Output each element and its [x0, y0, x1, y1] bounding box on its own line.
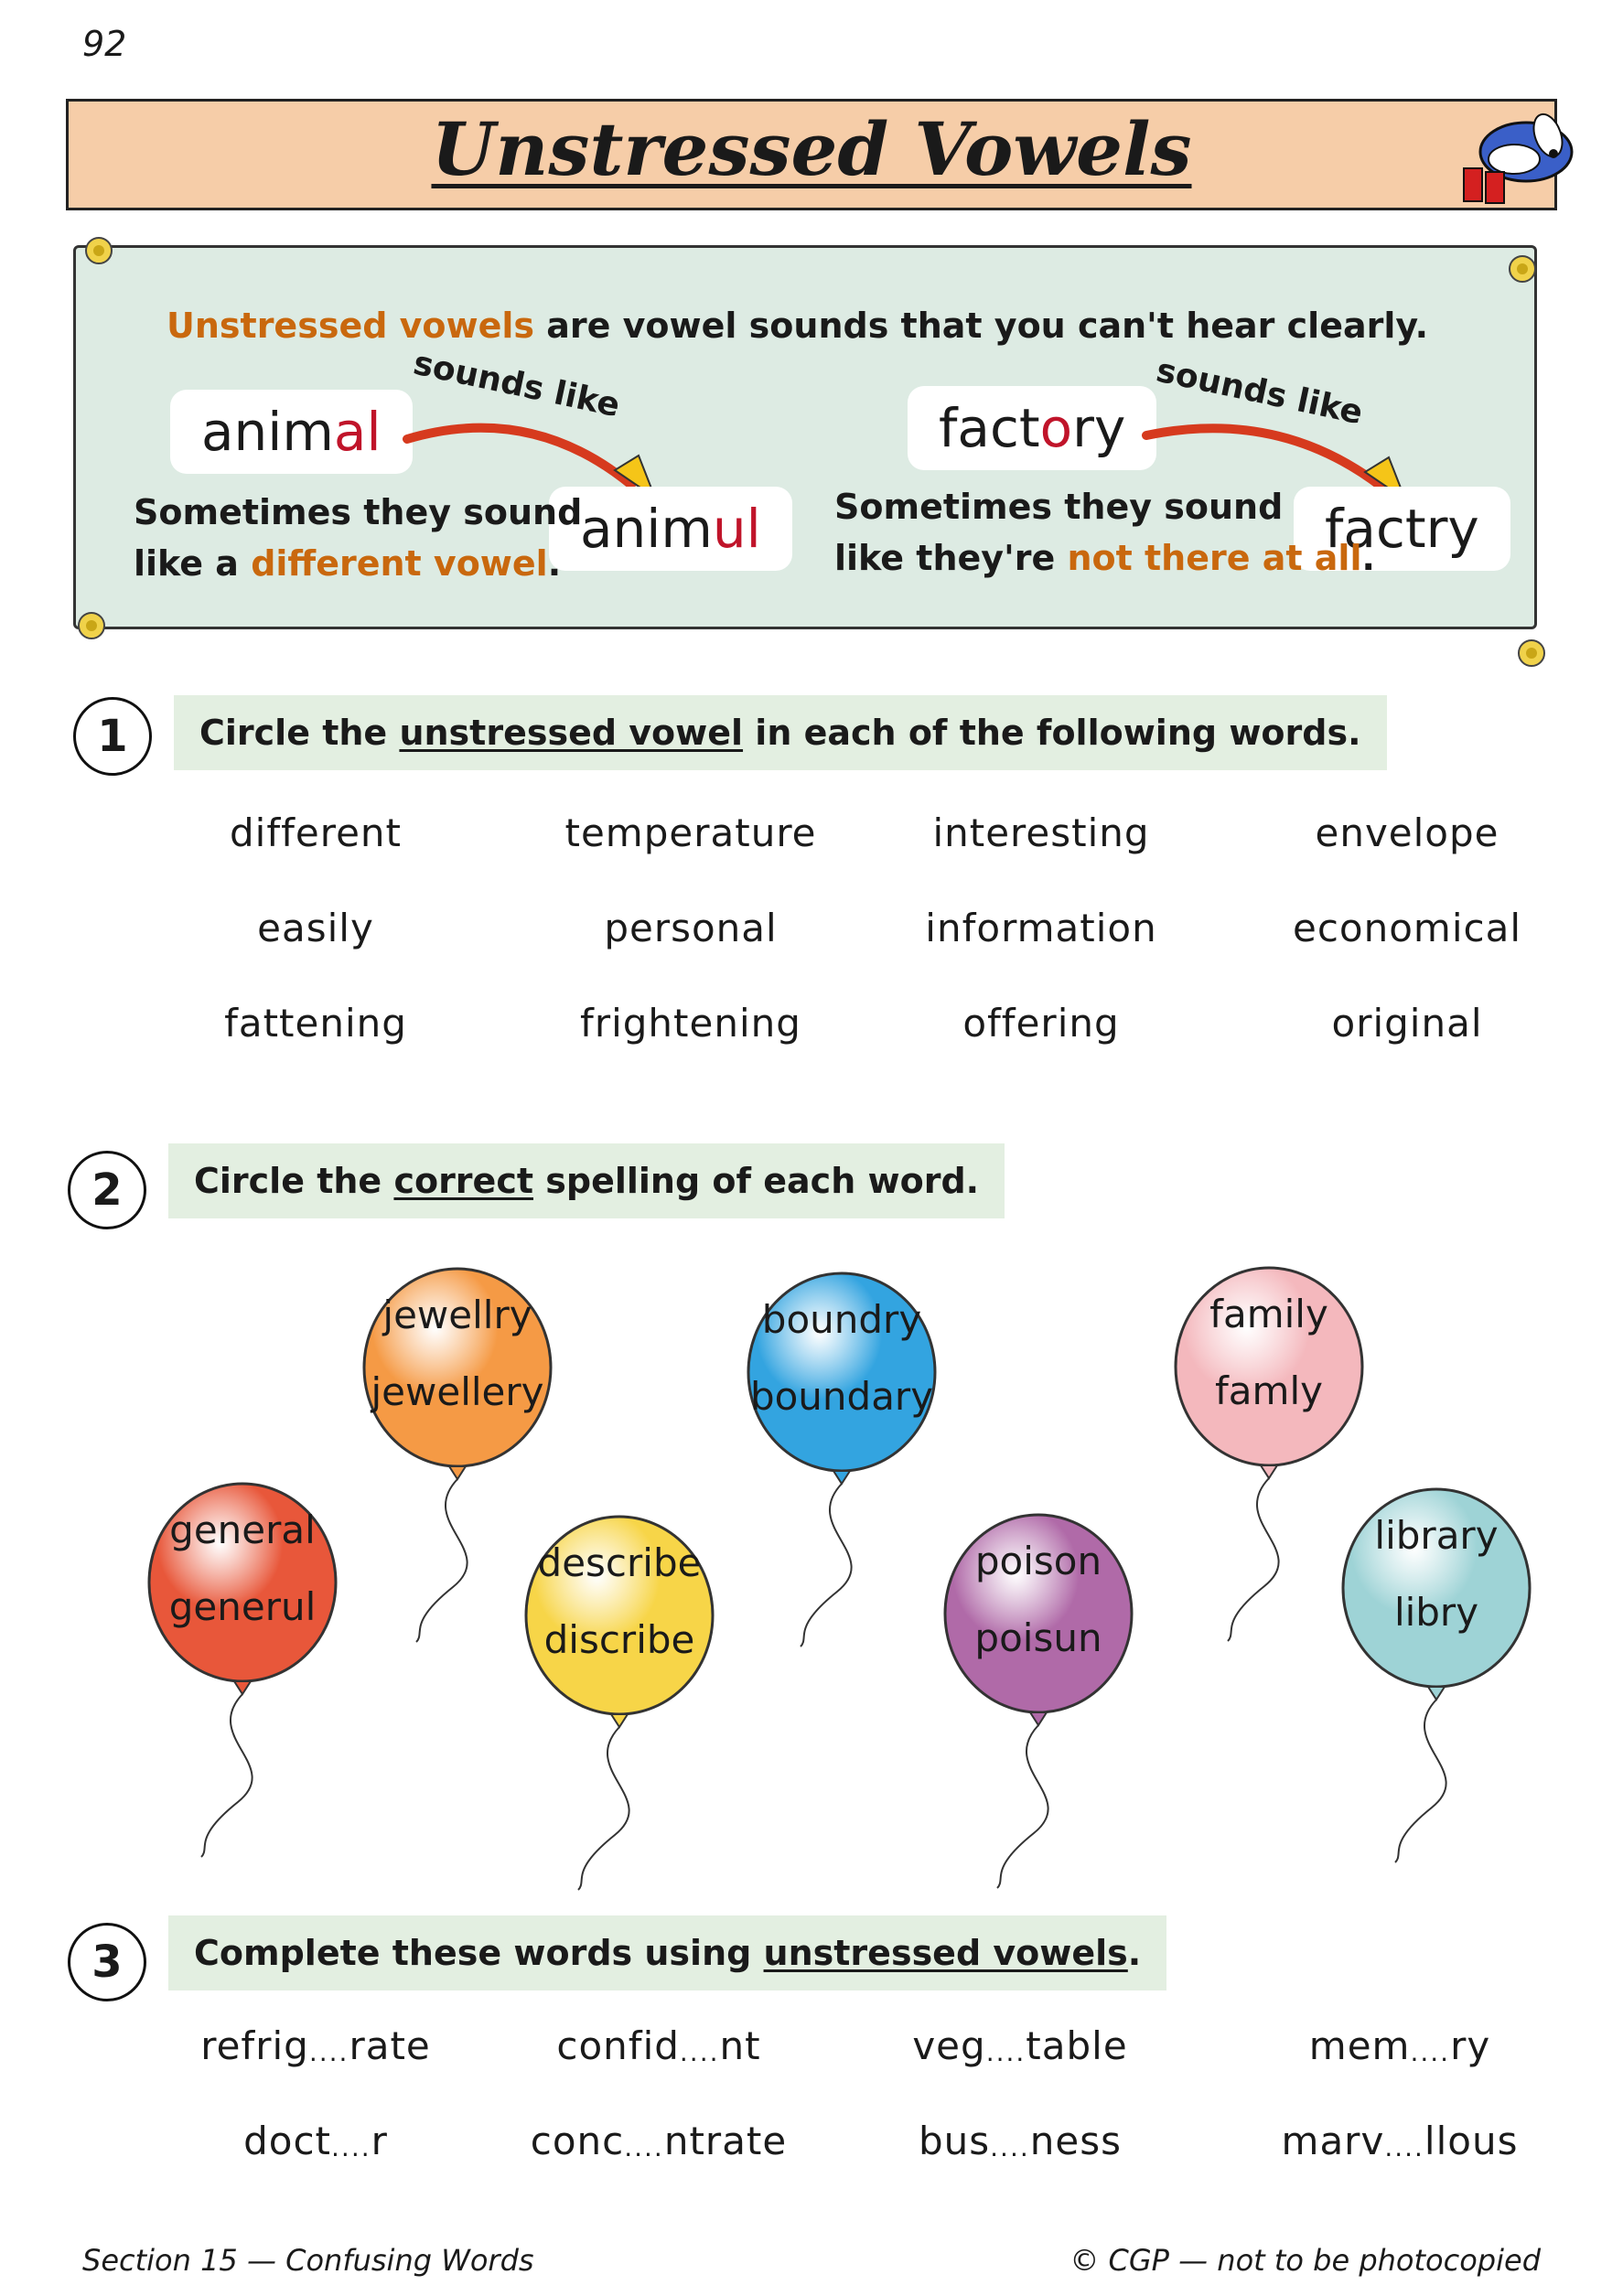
footer-copyright: © CGP — not to be photocopied — [1069, 2243, 1541, 2278]
balloon-option[interactable]: poison — [974, 1539, 1102, 1583]
q1-word[interactable]: temperature — [564, 810, 817, 855]
blank-dots: .... — [985, 2037, 1026, 2067]
balloon — [1341, 1487, 1532, 1863]
q1-word[interactable]: frightening — [580, 1001, 801, 1046]
balloon-option[interactable]: boundry — [761, 1297, 922, 1342]
example-note: Sometimes they sound like they're not th… — [834, 487, 1375, 578]
balloon-option[interactable]: generul — [168, 1584, 317, 1629]
q3-fill-word[interactable]: marv....llous — [1281, 2119, 1519, 2163]
balloon-option[interactable]: boundary — [749, 1374, 934, 1419]
balloon — [1174, 1266, 1364, 1642]
q3-fill-word[interactable]: bus....ness — [918, 2119, 1122, 2163]
example-word-box: factory — [908, 386, 1157, 470]
blank-dots: .... — [308, 2037, 349, 2067]
question-instruction: Circle the unstressed vowel in each of t… — [174, 695, 1387, 770]
q3-fill-word[interactable]: mem....ry — [1308, 2023, 1491, 2068]
blank-dots: .... — [331, 2132, 371, 2162]
question-instruction: Complete these words using unstressed vo… — [168, 1915, 1167, 1990]
question-number: 1 — [73, 697, 152, 776]
balloon — [362, 1267, 553, 1643]
pin-icon — [1518, 639, 1545, 667]
q1-word[interactable]: information — [925, 906, 1157, 950]
balloon-option[interactable]: poisun — [974, 1615, 1102, 1660]
balloon-option[interactable]: famly — [1215, 1368, 1323, 1413]
question-instruction: Circle the correct spelling of each word… — [168, 1143, 1005, 1218]
pin-icon — [78, 612, 105, 639]
q3-fill-word[interactable]: veg....table — [912, 2023, 1128, 2068]
q1-word[interactable]: envelope — [1315, 810, 1499, 855]
intro-text: Unstressed vowels are vowel sounds that … — [167, 306, 1428, 346]
q3-fill-word[interactable]: conc....ntrate — [530, 2119, 788, 2163]
blank-dots: .... — [679, 2037, 720, 2067]
page-title: Unstressed Vowels — [431, 106, 1192, 192]
balloon — [147, 1482, 338, 1858]
blank-dots: .... — [1410, 2037, 1451, 2067]
blank-dots: .... — [990, 2132, 1030, 2162]
balloon — [747, 1271, 937, 1647]
example-note: Sometimes they sound like a different vo… — [134, 492, 583, 584]
blank-dots: .... — [624, 2132, 664, 2162]
spelled-word-box: animul — [549, 487, 792, 571]
q3-fill-word[interactable]: doct....r — [243, 2119, 388, 2163]
footer-section: Section 15 — Confusing Words — [82, 2243, 534, 2278]
balloon-option[interactable]: family — [1209, 1292, 1328, 1336]
q1-word[interactable]: fattening — [224, 1001, 407, 1046]
blank-dots: .... — [1384, 2132, 1424, 2162]
question-number: 3 — [68, 1923, 146, 2001]
spelled-word-box: factry — [1294, 487, 1510, 571]
q3-fill-word[interactable]: refrig....rate — [200, 2023, 431, 2068]
q1-word[interactable]: easily — [257, 906, 374, 950]
question-number: 2 — [68, 1151, 146, 1229]
q3-fill-word[interactable]: confid....nt — [556, 2023, 761, 2068]
q1-word[interactable]: different — [229, 810, 402, 855]
q1-word[interactable]: interesting — [932, 810, 1150, 855]
title-bar — [66, 99, 1557, 210]
example-word-box: animal — [170, 390, 413, 474]
q1-word[interactable]: original — [1331, 1001, 1483, 1046]
q1-word[interactable]: offering — [962, 1001, 1120, 1046]
mascot-illustration — [1463, 113, 1574, 204]
balloon-option[interactable]: library — [1374, 1513, 1499, 1558]
balloon-option[interactable]: jewellery — [371, 1369, 544, 1414]
q1-word[interactable]: personal — [604, 906, 778, 950]
balloon-option[interactable]: libry — [1393, 1590, 1479, 1635]
intro-rest: are vowel sounds that you can't hear cle… — [534, 306, 1429, 346]
balloon-option[interactable]: jewellry — [382, 1293, 532, 1337]
balloon — [524, 1515, 715, 1891]
balloon — [943, 1513, 1134, 1889]
balloon-option[interactable]: discribe — [543, 1617, 695, 1662]
page-number: 92 — [82, 24, 127, 64]
balloon-option[interactable]: general — [169, 1507, 316, 1552]
balloon-option[interactable]: describe — [537, 1540, 702, 1585]
pin-icon — [1509, 255, 1536, 283]
intro-highlight: Unstressed vowels — [167, 306, 535, 346]
q1-word[interactable]: economical — [1292, 906, 1522, 950]
pin-icon — [85, 237, 113, 264]
